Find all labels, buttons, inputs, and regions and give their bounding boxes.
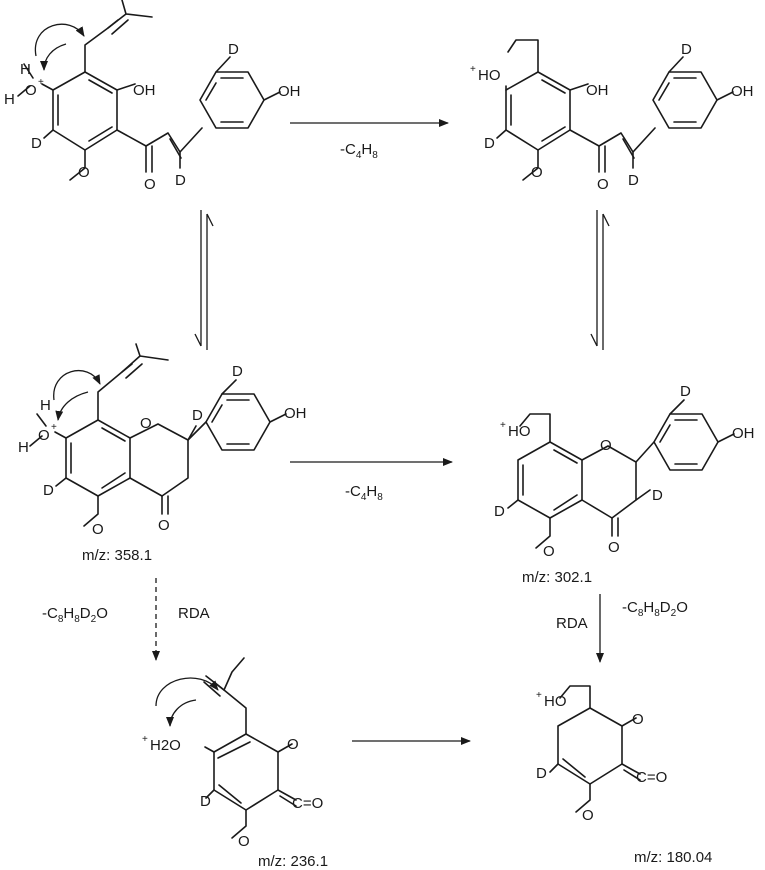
atom-h: H xyxy=(20,61,31,78)
condition-labels: -C4H8 -C4H8 -C8H8D2O RDA -C8H8D2O RDA xyxy=(42,141,688,632)
flavanone-prenyl-structure: H H O + O D D OH D O O m/z: 358.1 xyxy=(18,343,307,564)
atom-o: O xyxy=(531,164,543,181)
quinone-prenyl-structure: + H2O O D C=O O m/z: 236.1 xyxy=(142,657,328,870)
atom-o: O xyxy=(287,736,299,753)
ketene-co: C=O xyxy=(292,795,323,812)
atom-o: O xyxy=(608,539,620,556)
atom-oh: OH xyxy=(732,425,755,442)
atom-d: D xyxy=(536,765,547,782)
atom-o: O xyxy=(25,82,37,99)
atom-o: O xyxy=(92,521,104,538)
atom-o: O xyxy=(632,711,644,728)
charge-plus: + xyxy=(142,734,148,745)
mz-label-180: m/z: 180.04 xyxy=(634,849,712,866)
atom-o: O xyxy=(38,427,50,444)
charge-plus: + xyxy=(536,690,542,701)
atom-d: D xyxy=(43,482,54,499)
atom-o: O xyxy=(144,176,156,193)
atom-d: D xyxy=(192,407,203,424)
atom-d: D xyxy=(681,41,692,58)
atom-h: H xyxy=(18,439,29,456)
atom-ho: HO xyxy=(508,423,531,440)
label-rda-left: RDA xyxy=(178,605,210,622)
atom-oh: OH xyxy=(586,82,609,99)
atom-d: D xyxy=(200,793,211,810)
atom-o: O xyxy=(238,833,250,850)
atom-d: D xyxy=(228,41,239,58)
atom-oh: OH xyxy=(284,405,307,422)
chalcone-oxetane-structure: + HO D OH OH D O O D xyxy=(470,39,754,193)
equilibrium-right xyxy=(590,210,610,350)
label-rda-right: RDA xyxy=(556,615,588,632)
quinone-oxetane-structure: + HO O D C=O O m/z: 180.04 xyxy=(536,685,712,866)
mz-label-236: m/z: 236.1 xyxy=(258,853,328,870)
mz-label-302: m/z: 302.1 xyxy=(522,569,592,586)
equilibrium-left xyxy=(194,210,214,350)
atom-o: O xyxy=(158,517,170,534)
atom-h: H xyxy=(40,397,51,414)
mz-label-358: m/z: 358.1 xyxy=(82,547,152,564)
atom-d: D xyxy=(494,503,505,520)
atom-o: O xyxy=(600,437,612,454)
label-loss-c4h8-top: -C4H8 xyxy=(340,141,378,161)
label-loss-c8h8d2o-right: -C8H8D2O xyxy=(622,599,688,619)
atom-o: O xyxy=(543,543,555,560)
atom-o: O xyxy=(140,415,152,432)
atom-d: D xyxy=(175,172,186,189)
atom-d: D xyxy=(31,135,42,152)
reaction-arrows xyxy=(152,119,610,745)
flavanone-oxetane-structure: + HO O D OH D D O O m/z: 302.1 xyxy=(494,383,755,586)
atom-ho: HO xyxy=(544,693,567,710)
atom-d: D xyxy=(484,135,495,152)
atom-h2o: H2O xyxy=(150,737,181,754)
atom-o: O xyxy=(582,807,594,824)
label-loss-c8h8d2o-left: -C8H8D2O xyxy=(42,605,108,625)
label-loss-c4h8-middle: -C4H8 xyxy=(345,483,383,503)
atom-d: D xyxy=(232,363,243,380)
atom-d: D xyxy=(652,487,663,504)
chalcone-prenyl-structure: D OH OH H H O + D O O D xyxy=(4,0,301,193)
atom-ho: HO xyxy=(478,67,501,84)
charge-plus: + xyxy=(470,64,476,75)
atom-d: D xyxy=(680,383,691,400)
charge-plus: + xyxy=(500,420,506,431)
atom-h: H xyxy=(4,91,15,108)
ketene-co: C=O xyxy=(636,769,667,786)
atom-oh: OH xyxy=(731,83,754,100)
atom-oh: OH xyxy=(278,83,301,100)
atom-d: D xyxy=(628,172,639,189)
atom-o: O xyxy=(597,176,609,193)
charge-plus: + xyxy=(51,422,57,433)
atom-oh: OH xyxy=(133,82,156,99)
atom-o: O xyxy=(78,164,90,181)
charge-plus: + xyxy=(38,77,44,88)
